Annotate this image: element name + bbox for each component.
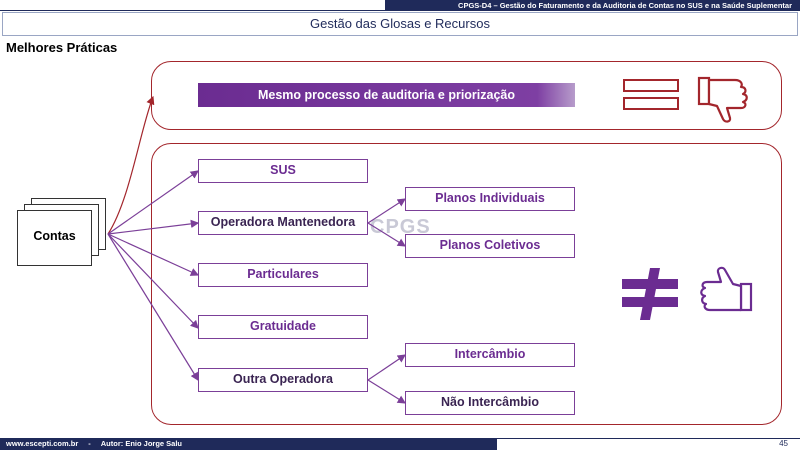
branch-outra-operadora: Outra Operadora (198, 368, 368, 392)
footer-author: Autor: Enio Jorge Salu (100, 439, 183, 448)
top-frame (151, 61, 782, 130)
not-equal-sign-icon (622, 268, 678, 320)
slide-title: Gestão das Glosas e Recursos (2, 12, 798, 36)
footer-separator: - (88, 439, 91, 448)
footer-bar: www.escepti.com.br-Autor: Enio Jorge Sal… (0, 438, 800, 450)
sub-planos-individuais: Planos Individuais (405, 187, 575, 211)
branch-operadora-mantenedora: Operadora Mantenedora (198, 211, 368, 235)
arrow-to-nao-intercambio (367, 379, 407, 404)
document-stack-front (17, 210, 92, 266)
branch-sus: SUS (198, 159, 368, 183)
arrow-to-intercambio (367, 354, 406, 381)
thumbs-up-icon (700, 266, 753, 312)
footer-credits: www.escepti.com.br-Autor: Enio Jorge Sal… (6, 438, 182, 450)
audit-banner: Mesmo processo de auditoria e priorizaçã… (198, 83, 575, 107)
arrow-to-mantenedora (107, 219, 200, 235)
arrow-to-outra (107, 233, 199, 382)
sub-intercambio: Intercâmbio (405, 343, 575, 367)
arrow-to-coletivos (367, 222, 407, 247)
bottom-frame (151, 143, 782, 425)
arrow-to-gratuidade (107, 233, 199, 329)
top-bar-line (0, 10, 800, 11)
section-label: Melhores Práticas (6, 40, 118, 55)
sub-planos-coletivos: Planos Coletivos (405, 234, 575, 258)
footer-line (0, 438, 800, 439)
footer-fill (0, 438, 497, 450)
page-number: 45 (779, 439, 788, 448)
arrow-to-individuais (367, 198, 407, 224)
sub-nao-intercambio: Não Intercâmbio (405, 391, 575, 415)
equal-sign-icon (623, 79, 679, 110)
branch-particulares: Particulares (198, 263, 368, 287)
thumbs-down-icon (697, 76, 748, 123)
source-label: Contas (33, 229, 76, 243)
branch-gratuidade: Gratuidade (198, 315, 368, 339)
arrow-to-sus (107, 170, 199, 235)
arrow-to-top-frame (107, 95, 155, 235)
top-bar: CPGS-D4 – Gestão do Faturamento e da Aud… (0, 0, 800, 11)
top-bar-fill (385, 0, 800, 11)
footer-site[interactable]: www.escepti.com.br (6, 439, 79, 448)
watermark-text: CPGS (370, 216, 431, 238)
course-title: CPGS-D4 – Gestão do Faturamento e da Aud… (458, 1, 792, 10)
arrow-to-particulares (107, 233, 200, 276)
